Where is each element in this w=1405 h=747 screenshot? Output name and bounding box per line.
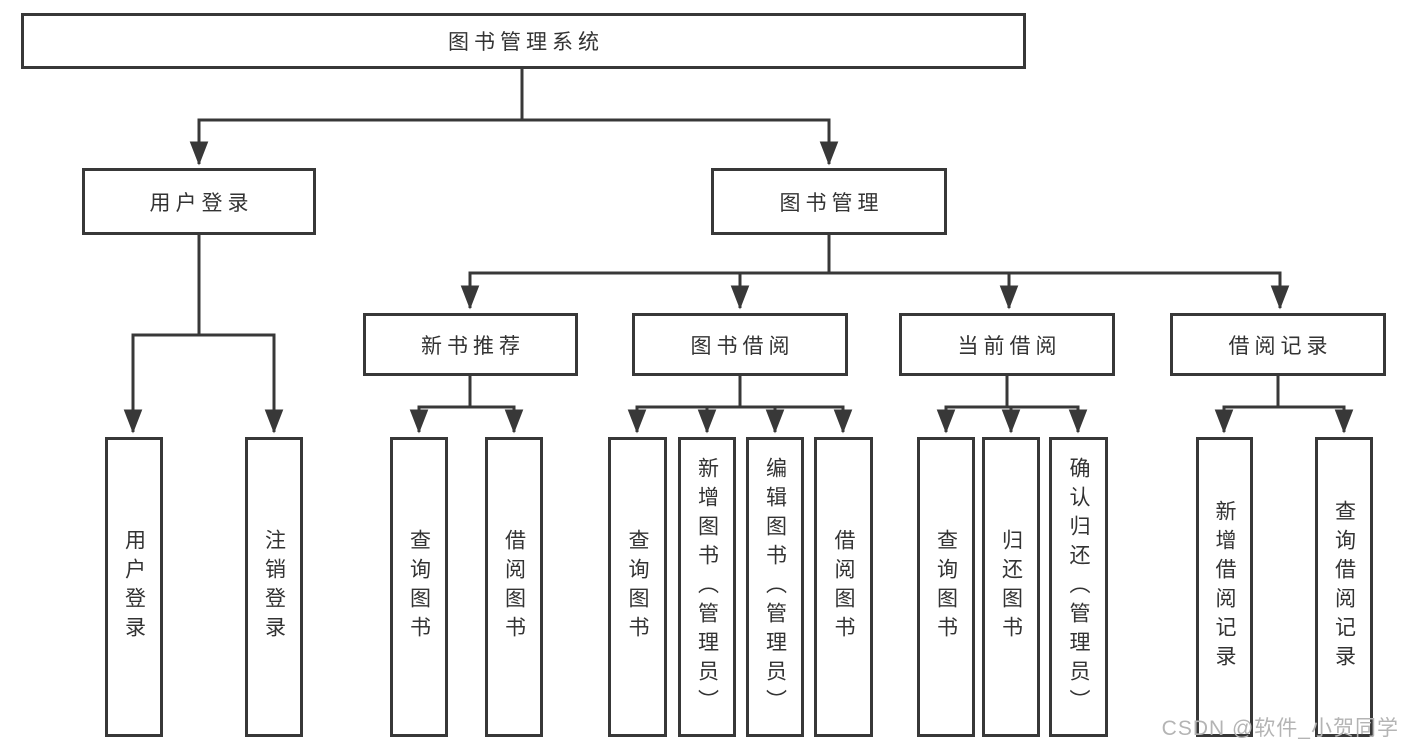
node-user-login-label: 用户登录 (149, 191, 254, 215)
node-new-book-recommendation-label: 新书推荐 (421, 334, 525, 358)
leaf-return-books-label: 归还图书 (999, 529, 1023, 645)
leaf-query-books-current-label: 查询图书 (934, 529, 958, 645)
leaf-edit-book-admin-label: 编辑图书（管理员） (763, 456, 787, 718)
leaf-borrow-books-recommend: 借阅图书 (485, 437, 543, 737)
leaf-query-borrow-record-label: 查询借阅记录 (1332, 500, 1356, 674)
leaf-query-books-recommend: 查询图书 (390, 437, 448, 737)
node-borrowing-records: 借阅记录 (1170, 313, 1386, 376)
leaf-query-books-current: 查询图书 (917, 437, 975, 737)
leaf-user-login: 用户登录 (105, 437, 163, 737)
node-borrowing-records-label: 借阅记录 (1228, 334, 1333, 358)
node-book-management-label: 图书管理 (779, 191, 884, 215)
node-user-login: 用户登录 (82, 168, 316, 235)
node-book-borrowing-label: 图书借阅 (690, 334, 795, 358)
node-root: 图书管理系统 (21, 13, 1026, 69)
node-book-management: 图书管理 (711, 168, 947, 235)
leaf-add-borrow-record-label: 新增借阅记录 (1213, 500, 1236, 674)
csdn-watermark: CSDN @软件_小贺同学 (1161, 717, 1399, 740)
leaf-borrow-books-borrowing-label: 借阅图书 (832, 529, 855, 645)
leaf-borrow-books-recommend-label: 借阅图书 (502, 529, 526, 645)
leaf-query-books-borrowing: 查询图书 (608, 437, 667, 737)
leaf-logout-label: 注销登录 (262, 529, 286, 645)
leaf-return-books: 归还图书 (982, 437, 1040, 737)
leaf-query-books-borrowing-label: 查询图书 (626, 529, 649, 645)
leaf-add-book-admin: 新增图书（管理员） (678, 437, 736, 737)
leaf-edit-book-admin: 编辑图书（管理员） (746, 437, 804, 737)
leaf-query-borrow-record: 查询借阅记录 (1315, 437, 1373, 737)
leaf-logout: 注销登录 (245, 437, 303, 737)
node-root-label: 图书管理系统 (448, 31, 604, 54)
leaf-borrow-books-borrowing: 借阅图书 (814, 437, 873, 737)
leaf-confirm-return-admin: 确认归还（管理员） (1049, 437, 1108, 737)
leaf-query-books-recommend-label: 查询图书 (407, 529, 431, 645)
leaf-add-borrow-record: 新增借阅记录 (1196, 437, 1253, 737)
node-new-book-recommendation: 新书推荐 (363, 313, 578, 376)
leaf-user-login-label: 用户登录 (122, 529, 146, 645)
leaf-confirm-return-admin-label: 确认归还（管理员） (1067, 456, 1090, 718)
node-current-borrowing: 当前借阅 (899, 313, 1115, 376)
node-current-borrowing-label: 当前借阅 (957, 334, 1062, 358)
node-book-borrowing: 图书借阅 (632, 313, 848, 376)
leaf-add-book-admin-label: 新增图书（管理员） (695, 456, 719, 718)
